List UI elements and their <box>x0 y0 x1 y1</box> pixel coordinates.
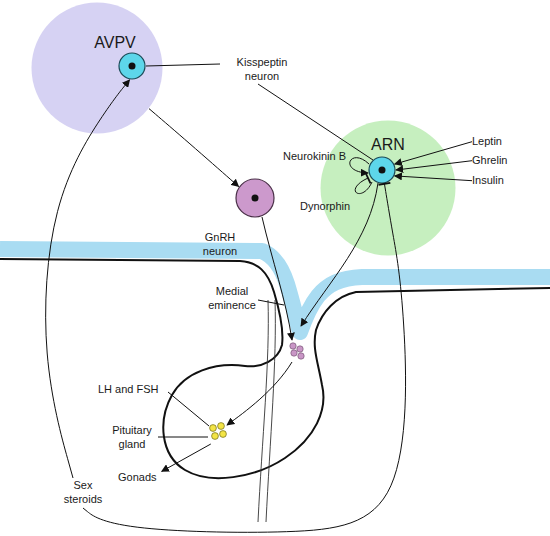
node-shape <box>31 2 163 134</box>
structure-label: Medial eminence <box>204 284 260 312</box>
connector-arrow <box>395 142 472 164</box>
connector-arrow <box>396 161 472 170</box>
hormone-cluster: LH and FSH <box>206 422 230 444</box>
kisspeptin-neuron <box>119 53 145 79</box>
leader-line <box>146 64 220 66</box>
inhibition-loop <box>355 178 372 194</box>
leader-line <box>258 84 373 160</box>
neuron-nucleus <box>252 195 259 202</box>
node-text: LH and FSH <box>98 382 170 396</box>
node-text: Insulin <box>472 173 516 187</box>
vesicle-dot <box>297 346 303 352</box>
signal-label: Insulin <box>472 173 516 187</box>
pituitary-outline <box>0 259 550 478</box>
structure-label: Pituitary gland <box>106 423 158 451</box>
connector-arrow <box>395 176 472 181</box>
neuron-nucleus <box>129 63 136 70</box>
vesicle-dot <box>290 343 296 349</box>
kisspeptin-neuron <box>369 157 395 183</box>
hormone-dot <box>210 425 217 432</box>
cell-label: Kisspeptin neuron <box>227 55 297 83</box>
feedback-loop <box>350 158 369 173</box>
axon-line <box>266 300 275 522</box>
gnrh-neuron: GnRH neuron <box>235 178 275 218</box>
node-shape <box>206 422 230 444</box>
signal-label: Ghrelin <box>472 153 516 167</box>
leader-line <box>158 437 208 438</box>
axon-arrow <box>301 183 378 326</box>
hormone-label: Sex steroids <box>58 478 108 508</box>
signal-label: Leptin <box>472 134 516 148</box>
node-text: GnRH neuron <box>195 230 245 258</box>
connector-group <box>46 80 472 533</box>
release-arrow <box>227 362 292 425</box>
hormone-dot <box>212 433 219 440</box>
neuron-body <box>236 179 274 217</box>
gnrh-terminals <box>290 343 304 359</box>
axon-arrow <box>262 217 292 340</box>
organ-label: Gonads <box>118 470 164 484</box>
leader-line <box>258 300 284 305</box>
axon-line <box>258 300 268 522</box>
brain-region: AVPV <box>31 2 163 134</box>
hormone-dot <box>218 423 225 430</box>
node-text: Sex steroids <box>58 478 108 506</box>
connector-arrow <box>149 109 239 187</box>
node-text: Gonads <box>118 470 164 484</box>
node-text: AVPV <box>80 34 150 52</box>
neuron-nucleus <box>379 167 386 174</box>
hormone-dot <box>220 431 227 438</box>
feedback-arrow <box>46 80 130 478</box>
peptide-label: Dynorphin <box>300 199 370 213</box>
neuron-body <box>119 53 145 79</box>
neuron-body <box>369 157 395 183</box>
connector-arrow <box>162 444 211 471</box>
node-shape <box>235 178 275 218</box>
node-text: Ghrelin <box>472 153 516 167</box>
peptide-label: Neurokinin B <box>262 149 346 163</box>
vesicle-dot <box>298 353 304 359</box>
node-text: ARN <box>353 136 423 154</box>
vesicle-dot <box>291 350 297 356</box>
leader-line <box>168 392 209 426</box>
node-text: Leptin <box>472 134 516 148</box>
brain-region: ARN <box>320 120 456 256</box>
region-circle <box>32 3 163 134</box>
region-circle <box>321 121 456 256</box>
inhibition-line <box>83 184 406 533</box>
